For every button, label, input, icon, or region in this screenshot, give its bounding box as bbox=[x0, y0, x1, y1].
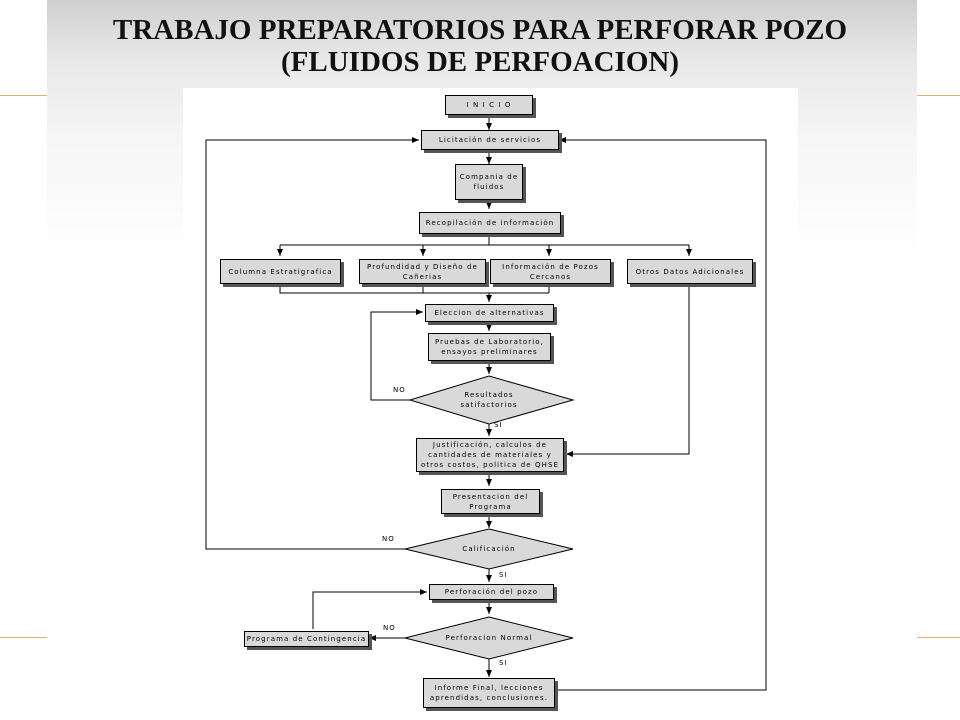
node-recopilacion: Recopilación de información bbox=[419, 212, 561, 234]
flowchart: I N I C I O Licitación de servicios Comp… bbox=[183, 88, 798, 720]
title-line-2: (FLUIDOS DE PERFOACION) bbox=[281, 46, 679, 78]
perforacion-normal-decision-diamond bbox=[404, 616, 574, 660]
edge-label-resultados-no: NO bbox=[393, 386, 406, 394]
left-bottom-line bbox=[0, 637, 47, 638]
edge-informe-loop bbox=[555, 137, 767, 691]
left-accent-line bbox=[0, 95, 47, 96]
node-calificacion-label: Calificación bbox=[462, 545, 516, 553]
edge-resultados-no bbox=[370, 309, 423, 401]
edge-otros-justificacion bbox=[566, 284, 690, 457]
edge-contingencia-perforacion bbox=[312, 589, 427, 629]
right-accent-line bbox=[917, 95, 960, 96]
node-perforacion-pozo: Perforación del pozo bbox=[429, 584, 554, 600]
node-presentacion: Presentacion del Programa bbox=[441, 489, 540, 514]
edge-label-normal-no: NO bbox=[383, 624, 396, 632]
edge-merge-bar bbox=[279, 284, 549, 294]
node-profundidad: Profundidad y Diseño de Cañerias bbox=[359, 259, 486, 284]
node-columna: Columna Estratigrafica bbox=[220, 259, 341, 284]
node-resultados-label: Resultados satifactorios bbox=[460, 391, 518, 409]
node-justificacion: Justificación, calculos de cantidades de… bbox=[416, 438, 564, 472]
title-line-1: TRABAJO PREPARATORIOS PARA PERFORAR POZO bbox=[112, 14, 848, 46]
node-contingencia: Programa de Contingencia bbox=[244, 631, 369, 647]
resultados-decision-diamond bbox=[408, 375, 575, 425]
node-licitacion: Licitación de servicios bbox=[421, 130, 559, 150]
node-informacion-pozos: Información de Pozos Cercanos bbox=[490, 259, 611, 284]
flowchart-connectors bbox=[205, 115, 767, 691]
edge-label-calificacion-no: NO bbox=[382, 535, 395, 543]
edge-label-calificacion-si: SI bbox=[499, 571, 508, 579]
node-eleccion: Eleccion de alternativas bbox=[425, 304, 554, 322]
node-otros-datos: Otros Datos Adicionales bbox=[627, 259, 753, 284]
calificacion-decision-diamond bbox=[404, 528, 574, 570]
edge-label-resultados-si: SI bbox=[494, 421, 503, 429]
edge-calificacion-no bbox=[205, 137, 419, 550]
node-inicio: I N I C I O bbox=[445, 95, 533, 115]
node-perforacion-normal-label: Perforacion Normal bbox=[445, 634, 533, 642]
slide-title: TRABAJO PREPARATORIOS PARA PERFORAR POZO… bbox=[0, 14, 960, 78]
node-pruebas: Pruebas de Laboratorio, ensayos prelimin… bbox=[428, 333, 551, 361]
node-informe: Informe Final, lecciones aprendidas, con… bbox=[423, 678, 555, 708]
edge-label-normal-si: SI bbox=[499, 659, 508, 667]
right-bottom-line bbox=[917, 637, 960, 638]
node-compania: Compania de fluidos bbox=[455, 164, 523, 200]
